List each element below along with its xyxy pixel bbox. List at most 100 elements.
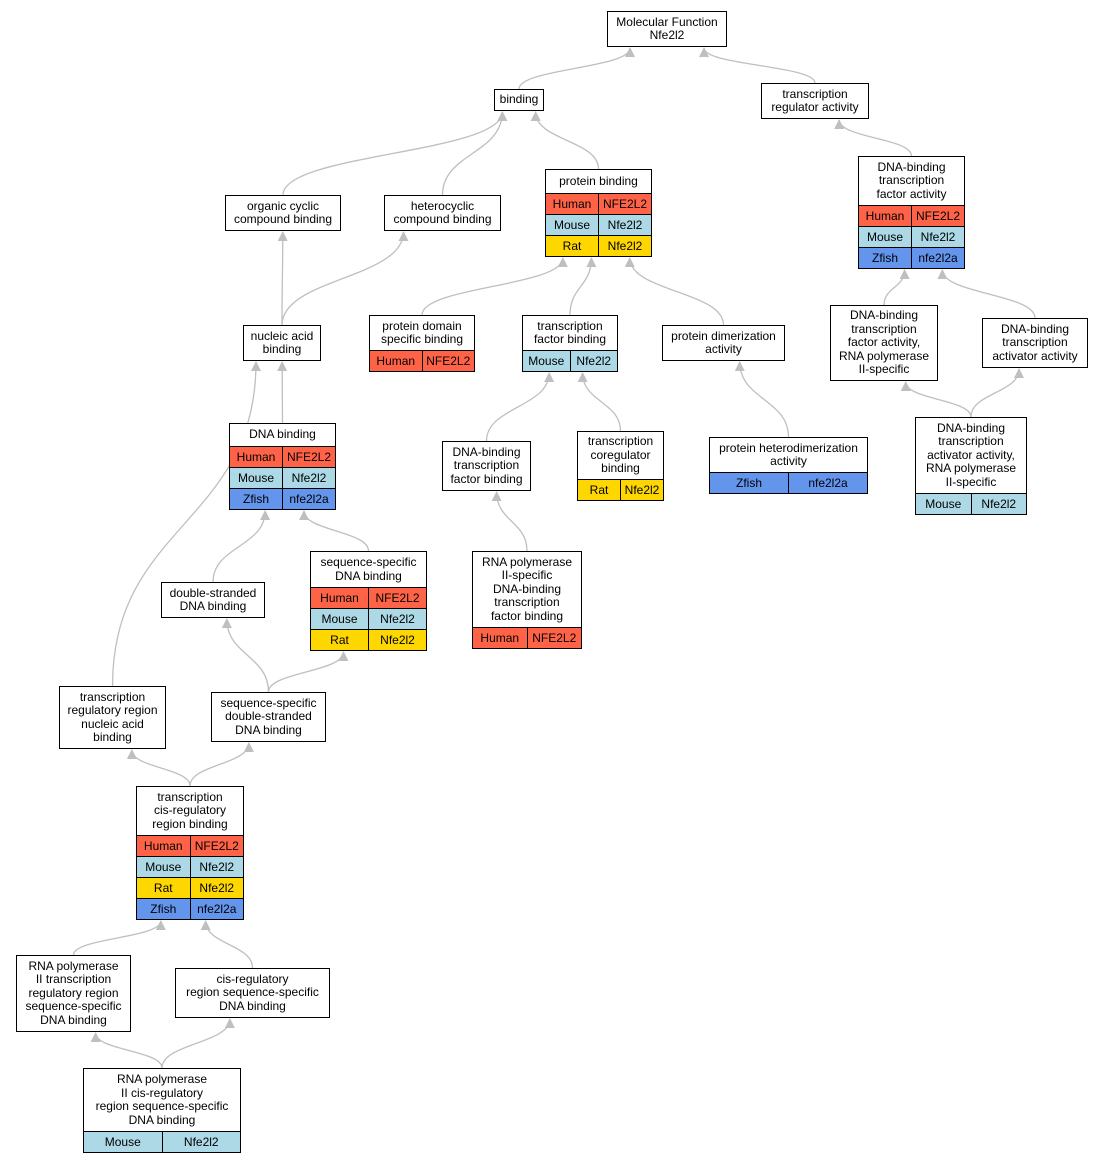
species-label: Rat <box>562 239 582 253</box>
go-term-node[interactable]: transcription cis-regulatory region bind… <box>136 786 244 920</box>
go-term-node[interactable]: double-stranded DNA binding <box>161 582 265 618</box>
species-label: Zfish <box>735 476 762 490</box>
go-term-node[interactable]: DNA-binding transcription factor activit… <box>858 156 965 269</box>
edge-arrow <box>485 372 555 442</box>
species-gene-row: Rat Nfe2l2 <box>137 877 243 898</box>
go-term-label: heterocyclic compound binding <box>385 196 500 230</box>
go-term-node[interactable]: nucleic acid binding <box>243 325 321 361</box>
edge-arrow <box>200 920 254 969</box>
go-term-label-text: sequence-specific DNA binding <box>320 555 417 583</box>
go-term-node[interactable]: transcription regulator activity <box>761 83 869 119</box>
gene-symbol: nfe2l2a <box>189 899 244 919</box>
species-label: Zfish <box>871 251 898 265</box>
go-term-label: organic cyclic compound binding <box>226 196 340 230</box>
gene-symbol: NFE2L2 <box>189 836 244 856</box>
edge-arrow <box>834 119 913 157</box>
species-label: Mouse <box>321 612 358 626</box>
go-term-label: RNA polymerase II transcription regulato… <box>17 956 130 1031</box>
go-term-node[interactable]: RNA polymerase II cis-regulatory region … <box>83 1068 241 1153</box>
gene-symbol: NFE2L2 <box>368 588 426 608</box>
edge-arrow <box>699 47 816 84</box>
go-term-label: transcription factor binding <box>523 316 617 350</box>
go-term-label: protein dimerization activity <box>663 326 784 360</box>
go-term-label-text: DNA-binding transcription activator acti… <box>992 321 1078 363</box>
go-term-node[interactable]: DNA-binding transcription factor activit… <box>830 305 938 381</box>
go-term-label-text: heterocyclic compound binding <box>393 198 492 226</box>
gene-symbol: Nfe2l2 <box>368 609 426 629</box>
edge-arrow <box>900 381 972 418</box>
gene-symbol: Nfe2l2 <box>161 1132 241 1152</box>
gene-symbol: Nfe2l2 <box>368 630 426 650</box>
gene-symbol: NFE2L2 <box>911 206 964 226</box>
gene-symbol: Nfe2l2 <box>598 215 651 235</box>
species-label: Zfish <box>150 902 177 916</box>
go-term-label: RNA polymerase II cis-regulatory region … <box>84 1069 240 1131</box>
gene-symbol: Nfe2l2 <box>189 857 244 877</box>
go-term-label-text: transcription cis-regulatory region bind… <box>152 789 228 831</box>
species-label: Mouse <box>145 860 182 874</box>
go-term-node[interactable]: RNA polymerase II-specific DNA-binding t… <box>472 551 582 649</box>
species-label: Zfish <box>242 492 269 506</box>
go-term-node[interactable]: transcription regulatory region nucleic … <box>59 686 166 749</box>
go-term-label-text: DNA binding <box>249 427 316 442</box>
edge-arrow <box>221 618 270 693</box>
gene-symbol: Nfe2l2 <box>189 878 244 898</box>
edge-arrow <box>72 920 166 956</box>
species-label: Rat <box>330 633 349 647</box>
go-term-node[interactable]: DNA-binding transcription activator acti… <box>982 318 1088 368</box>
go-term-node[interactable]: DNA-binding transcription factor binding <box>442 441 531 491</box>
go-term-label: sequence-specific double-stranded DNA bi… <box>212 693 325 741</box>
species-gene-row: Rat Nfe2l2 <box>546 235 651 256</box>
go-term-node[interactable]: binding <box>494 89 544 111</box>
go-term-label-text: nucleic acid binding <box>250 328 314 356</box>
edge-arrow <box>161 1018 235 1069</box>
species-label: Human <box>236 450 276 464</box>
go-term-node[interactable]: cis-regulatory region sequence-specific … <box>175 968 330 1018</box>
go-term-label-text: transcription factor binding <box>533 318 607 346</box>
edge-arrow <box>937 269 1036 319</box>
gene-symbol: NFE2L2 <box>282 447 335 467</box>
go-term-label-text: transcription regulatory region nucleic … <box>67 689 158 744</box>
go-term-node[interactable]: organic cyclic compound binding <box>225 195 341 231</box>
go-term-node[interactable]: DNA-binding transcription activator acti… <box>915 417 1027 515</box>
gene-symbol: Nfe2l2 <box>598 236 651 256</box>
go-term-node[interactable]: sequence-specific double-stranded DNA bi… <box>211 692 326 742</box>
go-term-label-text: protein domain specific binding <box>380 318 464 346</box>
go-term-label-text: organic cyclic compound binding <box>233 198 333 226</box>
gene-symbol: nfe2l2a <box>911 248 964 268</box>
go-term-label: DNA-binding transcription factor activit… <box>831 306 937 380</box>
go-term-label-text: transcription regulator activity <box>771 86 859 114</box>
edge-arrow <box>212 510 271 583</box>
species-label: Rat <box>153 881 173 895</box>
go-term-label: transcription coregulator binding <box>578 432 663 479</box>
species-gene-row: Mouse Nfe2l2 <box>311 608 426 629</box>
edge-arrow <box>518 47 635 90</box>
go-term-label-text: cis-regulatory region sequence-specific … <box>186 971 319 1013</box>
go-term-node[interactable]: heterocyclic compound binding <box>384 195 501 231</box>
go-term-label-text: DNA-binding transcription factor activit… <box>838 308 930 377</box>
go-term-label-text: RNA polymerase II transcription regulato… <box>25 958 122 1027</box>
gene-symbol: NFE2L2 <box>421 351 475 371</box>
go-term-label: binding <box>495 90 543 110</box>
go-term-node[interactable]: RNA polymerase II transcription regulato… <box>16 955 131 1032</box>
go-term-node[interactable]: Molecular Function Nfe2l2 <box>607 11 727 47</box>
gene-symbol: nfe2l2a <box>282 489 335 509</box>
go-term-node[interactable]: protein dimerization activity <box>662 325 785 361</box>
edge-arrow <box>569 257 597 316</box>
go-term-label-text: DNA-binding transcription factor binding <box>450 444 523 486</box>
edge-arrow <box>970 368 1024 418</box>
